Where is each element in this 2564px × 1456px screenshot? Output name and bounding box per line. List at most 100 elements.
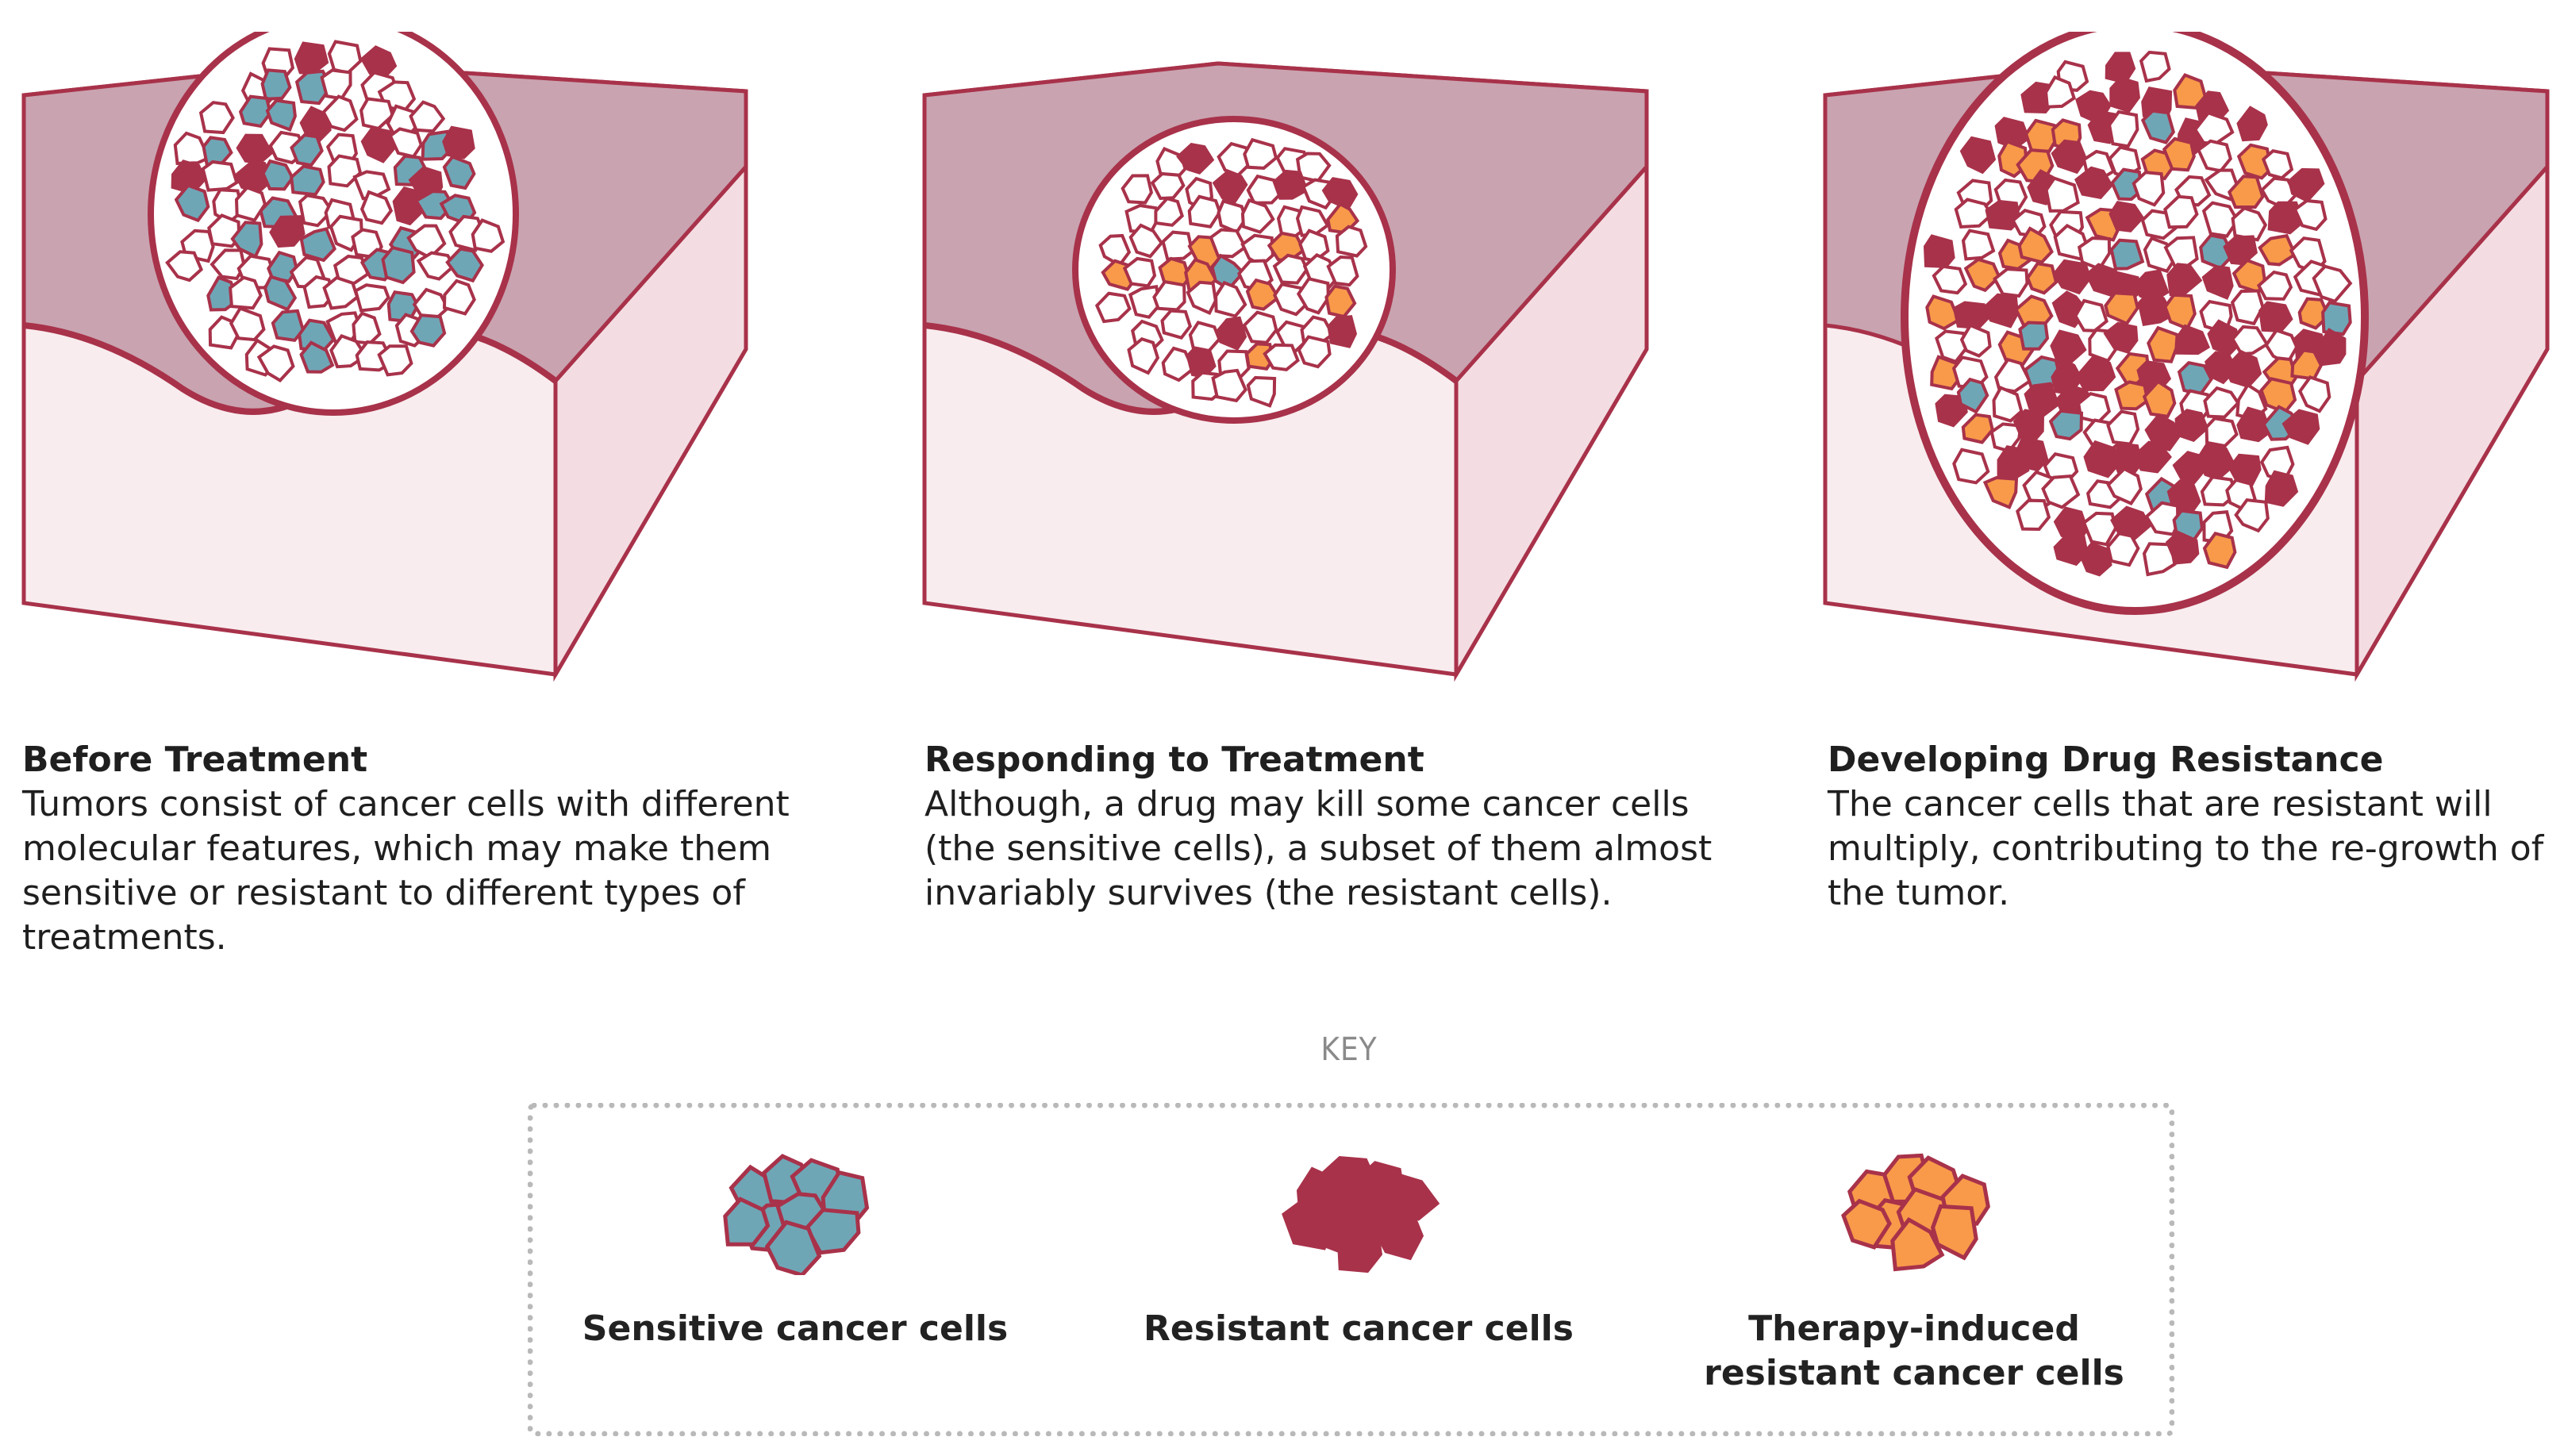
cell [1240, 198, 1275, 234]
cell [442, 155, 476, 190]
cell [2258, 233, 2297, 267]
cell [256, 344, 295, 383]
key-item-label: Resistant cancer cells [1144, 1308, 1574, 1349]
cell [2074, 166, 2113, 199]
cell [1959, 136, 1997, 175]
cell [1211, 368, 1247, 403]
cell [353, 283, 390, 313]
cell [238, 94, 272, 129]
cell [290, 133, 324, 167]
cell [2044, 176, 2080, 213]
cell [1296, 277, 1330, 315]
cell [174, 183, 210, 223]
therapy-induced-cells-icon [1841, 1153, 1990, 1272]
cell [2205, 417, 2239, 448]
cell [1161, 346, 1195, 382]
cell [1380, 1173, 1440, 1221]
responding-to-treatment-illustration [922, 61, 1649, 682]
key-item-label: Sensitive cancer cells [582, 1308, 1009, 1349]
cell [1186, 280, 1217, 315]
cell [2297, 375, 2331, 413]
cell [1985, 199, 2021, 231]
cell [2258, 301, 2293, 332]
cell [265, 98, 297, 132]
cell [2227, 175, 2265, 209]
cell [2202, 532, 2237, 570]
cell [1212, 169, 1248, 205]
cell [2014, 436, 2049, 472]
cell [2052, 259, 2092, 295]
cell [1336, 1224, 1383, 1274]
cell [2261, 149, 2294, 180]
cell [2132, 171, 2166, 207]
key-item-sensitive: Sensitive cancer cells [541, 1140, 1049, 1351]
cell [1961, 229, 1996, 261]
cell [360, 126, 398, 163]
cell [1993, 357, 2032, 394]
cell [1215, 316, 1247, 351]
cell [321, 94, 359, 133]
cell [2147, 325, 2179, 363]
cell [1242, 310, 1278, 344]
panel-caption-before: Before Treatment Tumors consist of cance… [22, 738, 863, 960]
cell [409, 100, 446, 133]
cell [2236, 106, 2268, 142]
cell [1243, 137, 1278, 170]
cell [1176, 142, 1215, 175]
cell [381, 245, 416, 285]
cell [2174, 409, 2209, 442]
cell [2044, 75, 2076, 109]
cell [2077, 392, 2112, 425]
cell [2312, 264, 2353, 304]
cell [2109, 76, 2140, 113]
cell [1983, 293, 2020, 328]
cell [2114, 380, 2150, 411]
cell [320, 68, 352, 101]
cell [1127, 336, 1160, 375]
cell [2166, 263, 2203, 297]
cell [234, 186, 267, 222]
cell [2144, 413, 2182, 451]
cell [271, 309, 306, 343]
cell [1128, 285, 1162, 319]
cell [1121, 174, 1154, 205]
cell [1272, 253, 1309, 285]
cell [2317, 328, 2347, 367]
cell [1327, 315, 1358, 348]
cell [2203, 386, 2240, 419]
cell [1954, 198, 1993, 229]
cell [421, 129, 452, 161]
cell [359, 190, 394, 225]
cell [1326, 255, 1359, 287]
cell [1154, 196, 1184, 227]
cell [210, 248, 246, 281]
cell [2016, 498, 2051, 532]
cell [173, 131, 211, 165]
cell [2201, 201, 2239, 238]
cell [165, 250, 204, 282]
key-item-therapy-induced: Therapy-induced resistant cancer cells [1660, 1140, 2168, 1396]
cell [2083, 440, 2122, 478]
panel-description: The cancer cells that are resistant will… [1828, 784, 2544, 913]
cell [1282, 1197, 1335, 1250]
cell [1890, 1216, 1945, 1272]
cell [2110, 167, 2143, 202]
cell [2079, 542, 2112, 577]
cell [764, 1220, 822, 1275]
cell [723, 1197, 771, 1247]
cell [299, 340, 335, 374]
cell [1245, 278, 1281, 311]
cell [2024, 118, 2059, 154]
cell [1214, 280, 1247, 318]
panel-caption-resistance: Developing Drug Resistance The cancer ce… [1828, 738, 2558, 916]
cell [2236, 406, 2272, 443]
cell [2132, 440, 2172, 474]
cell [2108, 201, 2145, 232]
cell [409, 313, 447, 348]
cell [2297, 297, 2331, 330]
panel-title: Responding to Treatment [925, 740, 1424, 780]
cell [229, 306, 266, 342]
cell [1335, 225, 1368, 258]
cell [1244, 342, 1274, 371]
tumor-cells [1094, 137, 1368, 408]
